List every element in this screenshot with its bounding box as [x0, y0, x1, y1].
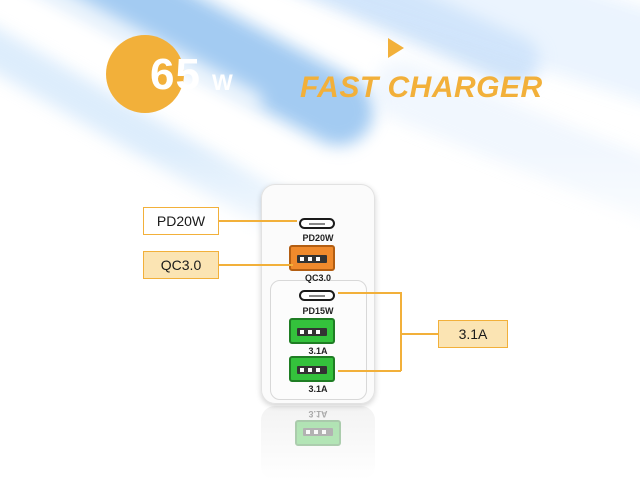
usb-a-port-qc30 — [289, 245, 335, 271]
port-label-pd20w: PD20W — [302, 233, 334, 243]
callout-bracket-31a — [400, 292, 402, 371]
play-triangle-icon — [388, 38, 404, 58]
port-label-qc30: QC3.0 — [304, 273, 331, 283]
port-label-31a-upper: 3.1A — [308, 346, 328, 356]
port-label-31a-lower: 3.1A — [308, 384, 328, 394]
reflection-usb-a-port — [295, 420, 341, 446]
usb-c-port-pd15w — [299, 290, 335, 301]
usb-a-port-31a-lower — [289, 356, 335, 382]
callout-qc30: QC3.0 — [143, 251, 219, 279]
callout-line-31a-bottom — [338, 370, 401, 372]
callout-line-31a-top — [338, 292, 401, 294]
charger-reflection — [261, 406, 375, 480]
wattage-badge — [106, 35, 184, 113]
usb-c-port-pd20w — [299, 218, 335, 229]
callout-31a: 3.1A — [438, 320, 508, 348]
wattage-number: 65 — [150, 50, 201, 99]
callout-line-pd20w — [219, 220, 297, 222]
callout-line-31a — [400, 333, 438, 335]
callout-line-qc30 — [219, 264, 293, 266]
headline: FAST CHARGER — [300, 71, 543, 104]
wattage-unit: W — [212, 70, 233, 95]
reflection-label: 3.1A — [308, 409, 328, 419]
usb-a-port-31a-upper — [289, 318, 335, 344]
port-label-pd15w: PD15W — [302, 306, 334, 316]
callout-pd20w: PD20W — [143, 207, 219, 235]
